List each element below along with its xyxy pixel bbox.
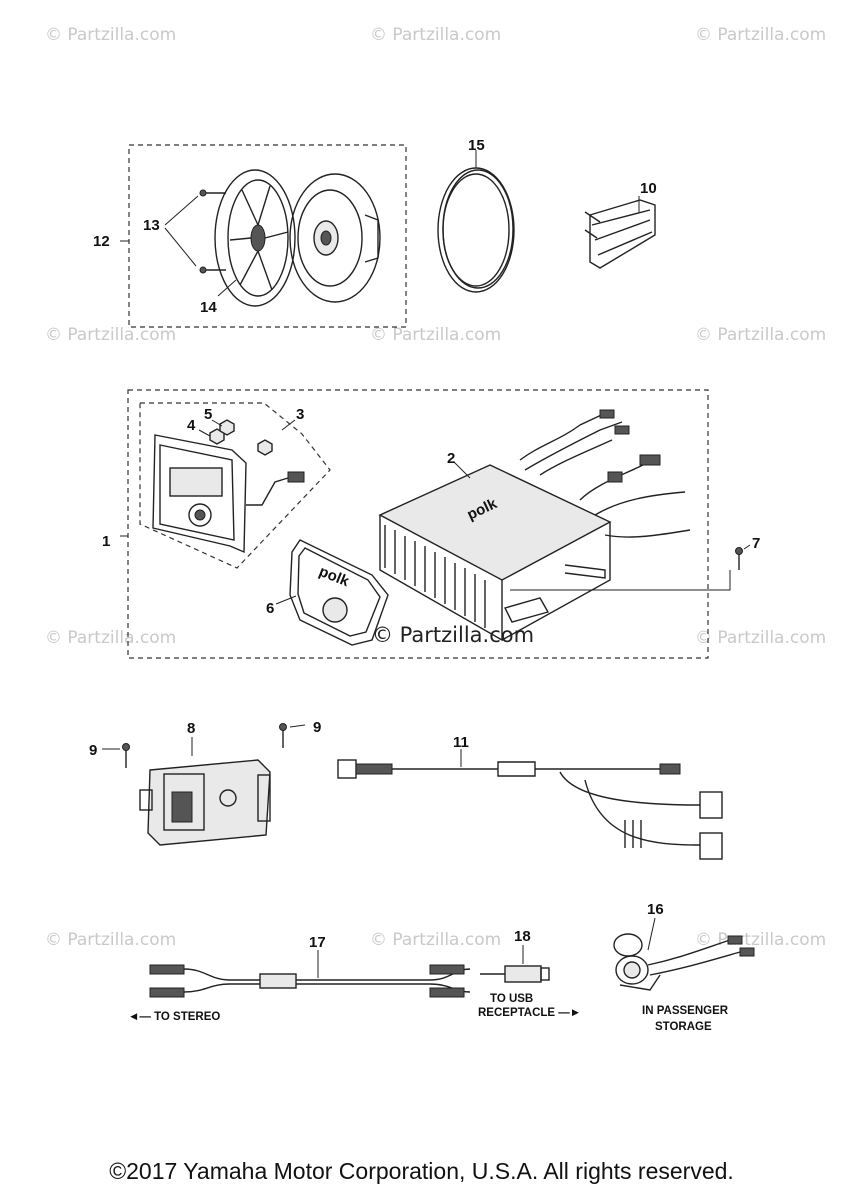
copyright-footer: ©2017 Yamaha Motor Corporation, U.S.A. A… — [109, 1158, 734, 1184]
module-screw-part[interactable] — [122, 723, 287, 769]
callout-5: 5 — [204, 406, 212, 423]
callout-9-left: 9 — [89, 742, 97, 759]
watermark: © Partzilla.com — [370, 25, 501, 45]
stereo-usb-cable-part[interactable] — [149, 964, 471, 998]
head-unit-kit-outline — [139, 402, 331, 569]
callout-11: 11 — [453, 734, 469, 751]
amp-mount-screw-part[interactable] — [735, 547, 743, 571]
speaker-harness-part[interactable] — [584, 199, 656, 269]
callout-9-right: 9 — [313, 719, 321, 736]
notes: ◄— TO STEREO TO USB RECEPTACLE —► IN PAS… — [128, 993, 729, 1033]
speaker-grille-part[interactable] — [214, 169, 296, 307]
callout-15: 15 — [468, 137, 485, 154]
callout-12: 12 — [93, 233, 110, 250]
callout-18: 18 — [514, 928, 531, 945]
callout-4: 4 — [187, 417, 196, 434]
usb-receptacle-part[interactable] — [613, 933, 755, 991]
watermark: © Partzilla.com — [370, 930, 501, 950]
to-usb-note-line1: TO USB — [490, 993, 533, 1005]
amplifier-wiring-part[interactable] — [519, 409, 691, 538]
speaker-kit-outline — [128, 144, 407, 328]
watermarks: © Partzilla.com © Partzilla.com © Partzi… — [45, 25, 826, 950]
passenger-storage-note-line2: STORAGE — [655, 1021, 712, 1033]
nut-part[interactable] — [209, 419, 273, 456]
callout-8: 8 — [187, 720, 195, 737]
watermark: © Partzilla.com — [45, 930, 176, 950]
to-stereo-note: ◄— TO STEREO — [128, 1011, 220, 1023]
main-harness-part[interactable] — [337, 759, 723, 860]
watermark: © Partzilla.com — [695, 325, 826, 345]
callouts: 1 2 3 4 5 6 7 8 9 9 10 11 12 13 14 15 16… — [89, 137, 760, 951]
speaker-screws-part[interactable] — [199, 189, 226, 274]
watermark: © Partzilla.com — [695, 930, 826, 950]
control-module-part[interactable] — [139, 759, 271, 846]
usb-adapter-part[interactable] — [480, 965, 550, 983]
callout-6: 6 — [266, 600, 274, 617]
speaker-gasket-part[interactable] — [437, 167, 515, 293]
callout-10: 10 — [640, 180, 657, 197]
watermark: © Partzilla.com — [45, 25, 176, 45]
callout-1: 1 — [102, 533, 110, 550]
watermark: © Partzilla.com — [45, 325, 176, 345]
watermark: © Partzilla.com — [695, 628, 826, 648]
callout-13: 13 — [143, 217, 160, 234]
callout-17: 17 — [309, 934, 326, 951]
to-usb-note-line2: RECEPTACLE —► — [478, 1007, 581, 1019]
amplifier-part[interactable]: polk — [378, 464, 612, 642]
watermark: © Partzilla.com — [695, 25, 826, 45]
callout-3: 3 — [296, 406, 304, 423]
audio-system-outline — [127, 389, 709, 659]
watermark: © Partzilla.com — [45, 628, 176, 648]
partzilla-center-watermark: © Partzilla.com — [372, 623, 534, 647]
speaker-part[interactable] — [289, 173, 381, 303]
callout-2: 2 — [447, 450, 455, 467]
watermark: © Partzilla.com — [370, 325, 501, 345]
callout-7: 7 — [752, 535, 760, 552]
callout-14: 14 — [200, 299, 217, 316]
polk-cover-logo: polk — [317, 563, 353, 591]
passenger-storage-note-line1: IN PASSENGER — [642, 1005, 729, 1017]
callout-16: 16 — [647, 901, 664, 918]
head-unit-part[interactable] — [152, 434, 305, 554]
